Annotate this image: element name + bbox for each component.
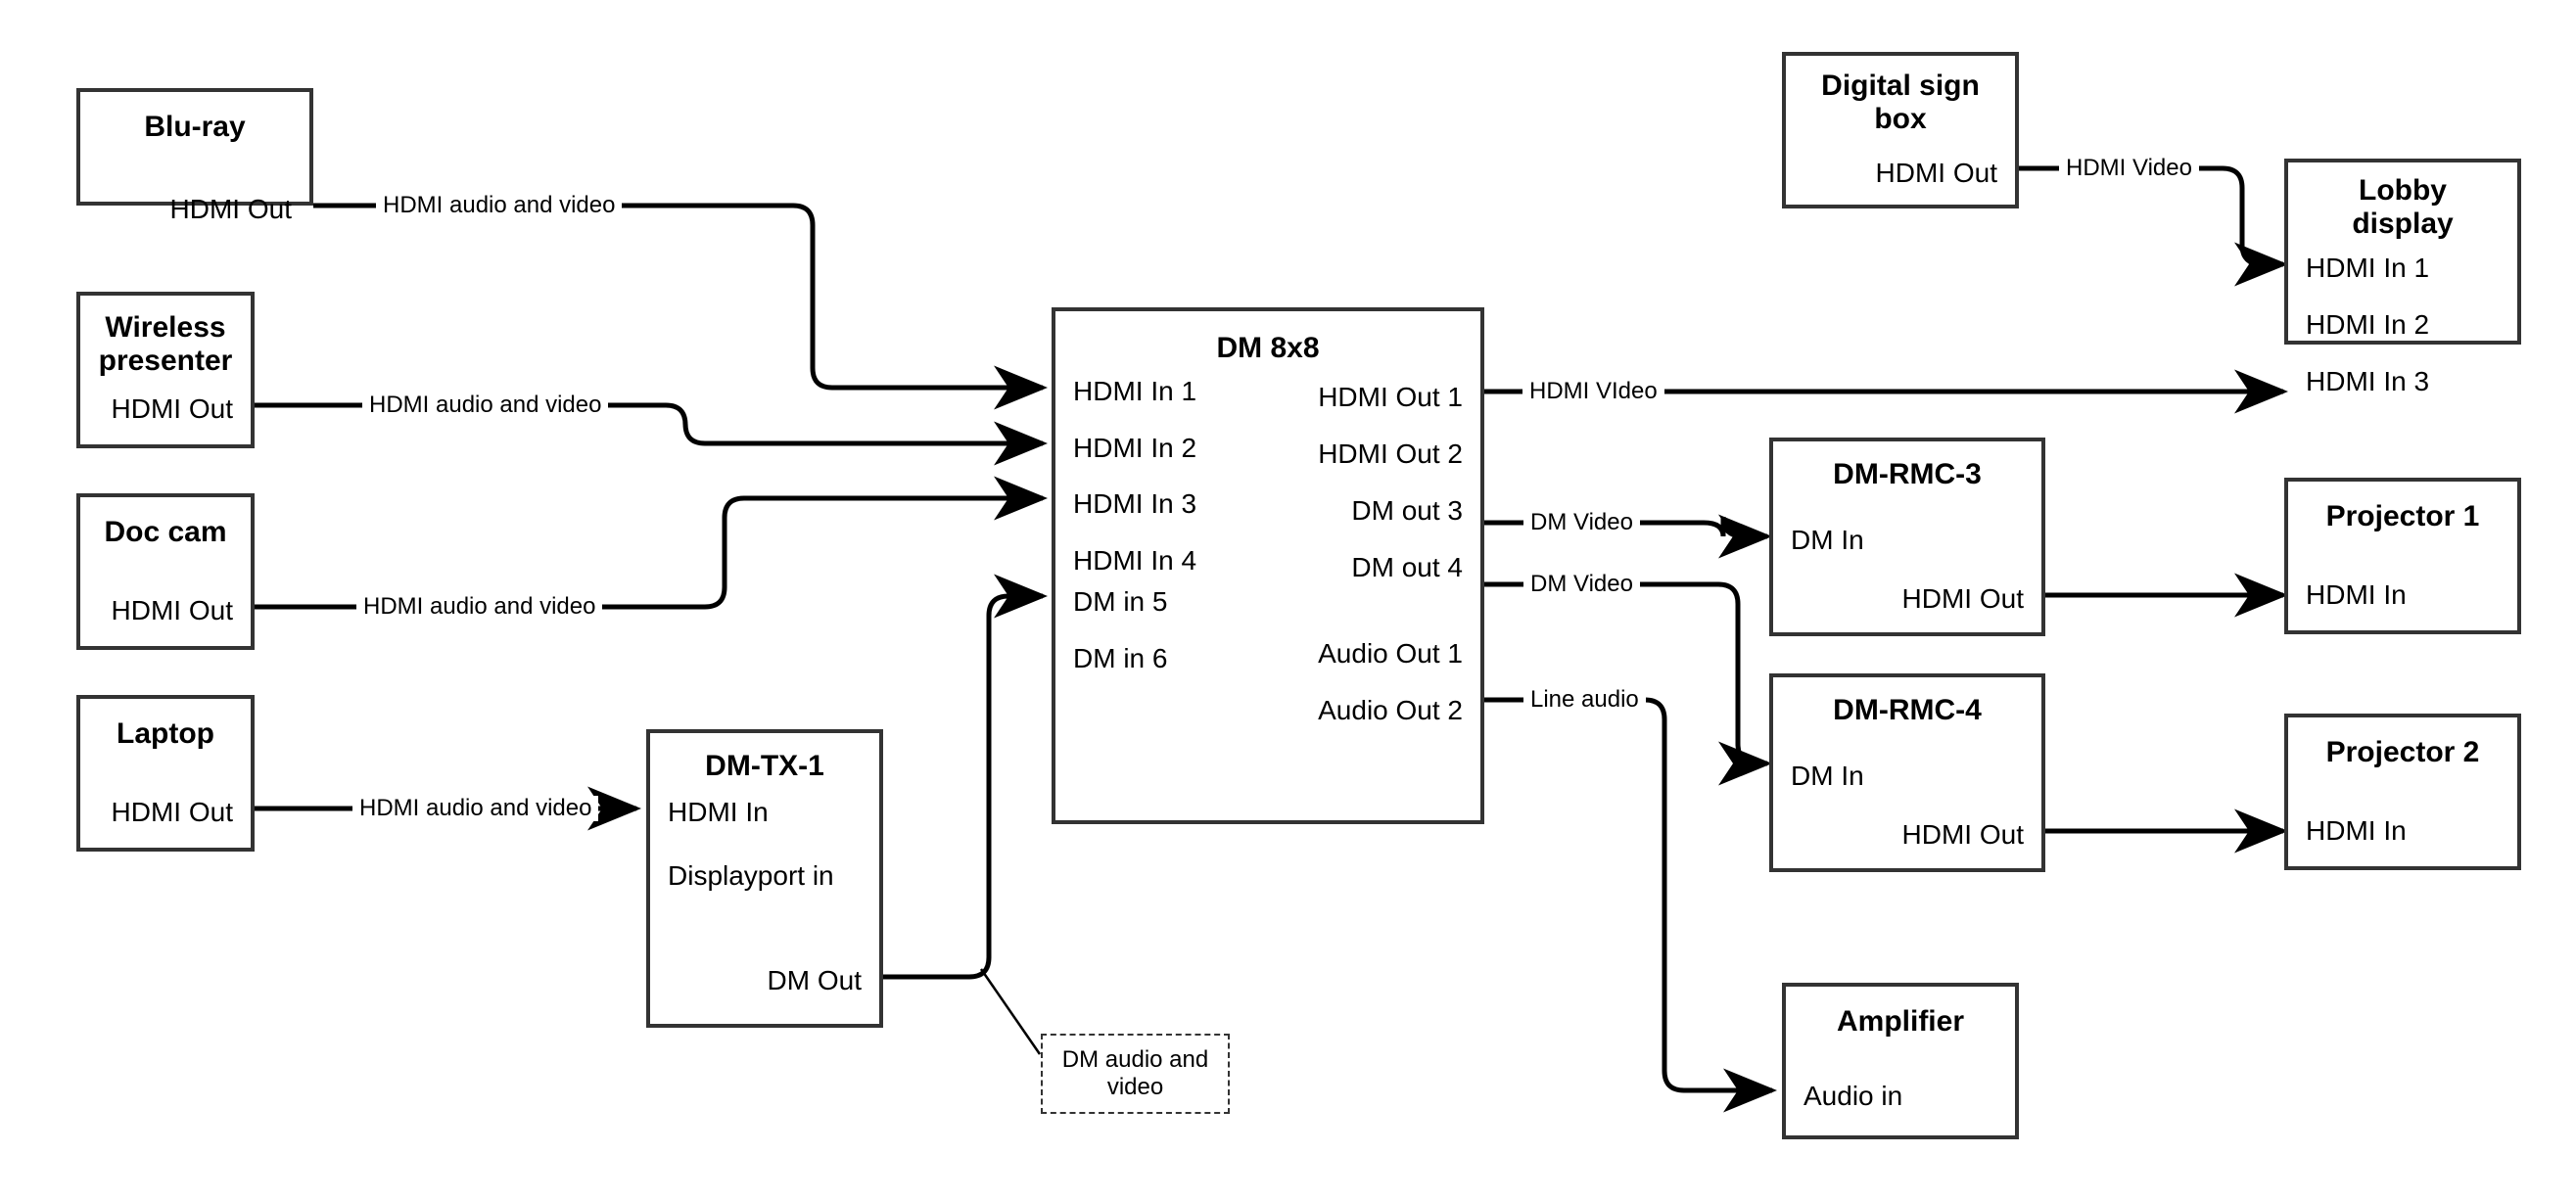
node-dm-8x8-input-2[interactable]: HDMI In 2 (1073, 433, 1197, 463)
node-amplifier-port-audio-in[interactable]: Audio in (1803, 1081, 1903, 1111)
wire-label-bluray-to-dm: HDMI audio and video (376, 193, 623, 218)
node-dm-tx-1[interactable]: DM-TX-1 HDMI In Displayport in DM Out (646, 729, 883, 1028)
wire-bluray-to-dm-in1 (313, 203, 1048, 410)
wire-dm-audioout1-to-amp (1483, 697, 1777, 1113)
wire-label-doccam-to-dm: HDMI audio and video (356, 594, 603, 620)
wire-sign-to-lobby-in1 (2019, 165, 2288, 287)
wire-label-dm-out3: DM Video (1523, 510, 1640, 535)
node-projector-2-port-hdmi-in[interactable]: HDMI In (2306, 815, 2407, 846)
node-lobby-display-input-1[interactable]: HDMI In 1 (2306, 253, 2430, 283)
node-dm-8x8[interactable]: DM 8x8 HDMI In 1 HDMI In 2 HDMI In 3 HDM… (1052, 307, 1484, 824)
wire-doccam-to-dm-in3 (255, 476, 1048, 610)
node-dm-8x8-input-6[interactable]: DM in 6 (1073, 643, 1168, 673)
node-dm-tx-1-port-hdmi-in[interactable]: HDMI In (668, 797, 769, 827)
node-dm-rmc-3-port-dm-in[interactable]: DM In (1791, 525, 1864, 555)
node-lobby-display[interactable]: Lobby display HDMI In 1 HDMI In 2 HDMI I… (2284, 159, 2521, 396)
wire-label-laptop-to-dmtx1: HDMI audio and video (352, 796, 599, 821)
node-projector-1-port-hdmi-in[interactable]: HDMI In (2306, 579, 2407, 610)
node-dm-rmc-4-port-hdmi-out[interactable]: HDMI Out (1901, 819, 2024, 850)
node-amplifier-title: Amplifier (1836, 1005, 1965, 1038)
callout-leader-line (979, 968, 1042, 1055)
node-wireless-presenter[interactable]: Wireless presenter HDMI Out (76, 292, 255, 448)
node-doc-cam-port-hdmi-out[interactable]: HDMI Out (111, 595, 233, 625)
callout-dm-audio-and-video: DM audio and video (1041, 1034, 1230, 1114)
node-dm-8x8-output-5[interactable]: Audio Out 1 (1318, 638, 1463, 669)
node-projector-1-title: Projector 1 (2325, 500, 2480, 532)
node-wireless-presenter-title: Wireless presenter (98, 311, 233, 377)
node-bluray-port-hdmi-out[interactable]: HDMI Out (169, 194, 292, 224)
wire-dm-out4-to-rmc4 (1483, 581, 1772, 786)
node-dm-tx-1-port-dm-out[interactable]: DM Out (767, 965, 862, 995)
node-dm-8x8-output-2[interactable]: HDMI Out 2 (1318, 439, 1463, 469)
wire-label-dm-hdmiout1: HDMI VIdeo (1522, 379, 1664, 404)
node-lobby-display-input-2[interactable]: HDMI In 2 (2306, 309, 2430, 340)
node-bluray-title: Blu-ray (144, 111, 246, 143)
node-bluray[interactable]: Blu-ray HDMI Out (76, 88, 313, 224)
node-lobby-display-title: Lobby display (2352, 174, 2454, 240)
node-doc-cam[interactable]: Doc cam HDMI Out (76, 493, 255, 650)
node-dm-8x8-output-3[interactable]: DM out 3 (1351, 495, 1463, 526)
node-laptop-port-hdmi-out[interactable]: HDMI Out (111, 797, 233, 827)
node-doc-cam-title: Doc cam (104, 516, 227, 548)
node-dm-rmc-4-port-dm-in[interactable]: DM In (1791, 761, 1864, 791)
node-digital-sign-box-title: Digital sign box (1821, 69, 1980, 135)
node-dm-8x8-input-3[interactable]: HDMI In 3 (1073, 488, 1197, 519)
node-laptop-title: Laptop (117, 717, 214, 750)
node-dm-rmc-4-title: DM-RMC-4 (1833, 694, 1982, 726)
wire-label-wireless-to-dm: HDMI audio and video (362, 393, 609, 418)
wire-dmtx1-to-dm-in5 (883, 574, 1048, 980)
node-laptop[interactable]: Laptop HDMI Out (76, 695, 255, 852)
node-dm-8x8-output-4[interactable]: DM out 4 (1351, 552, 1463, 582)
node-dm-rmc-3[interactable]: DM-RMC-3 DM In HDMI Out (1769, 438, 2045, 636)
node-projector-1[interactable]: Projector 1 HDMI In (2284, 478, 2521, 634)
wire-label-dm-audioout1: Line audio (1523, 687, 1646, 713)
node-dm-rmc-3-port-hdmi-out[interactable]: HDMI Out (1901, 583, 2024, 614)
node-projector-2-title: Projector 2 (2325, 736, 2480, 768)
node-dm-8x8-input-4[interactable]: HDMI In 4 (1073, 545, 1197, 576)
node-dm-8x8-input-1[interactable]: HDMI In 1 (1073, 376, 1197, 406)
node-amplifier[interactable]: Amplifier Audio in (1782, 983, 2019, 1139)
node-dm-8x8-input-5[interactable]: DM in 5 (1073, 586, 1168, 617)
wire-label-sign-to-lobby: HDMI Video (2059, 156, 2199, 181)
node-dm-8x8-output-1[interactable]: HDMI Out 1 (1318, 382, 1463, 412)
node-dm-rmc-3-title: DM-RMC-3 (1833, 458, 1982, 490)
node-dm-rmc-4[interactable]: DM-RMC-4 DM In HDMI Out (1769, 673, 2045, 872)
wire-label-dm-out4: DM Video (1523, 572, 1640, 597)
node-digital-sign-box-port-hdmi-out[interactable]: HDMI Out (1875, 158, 1997, 188)
node-dm-8x8-title: DM 8x8 (1216, 332, 1320, 364)
node-digital-sign-box[interactable]: Digital sign box HDMI Out (1782, 52, 2019, 208)
node-dm-tx-1-title: DM-TX-1 (705, 750, 824, 782)
node-lobby-display-input-3[interactable]: HDMI In 3 (2306, 366, 2430, 396)
node-dm-tx-1-port-displayport-in[interactable]: Displayport in (668, 860, 834, 891)
node-wireless-presenter-port-hdmi-out[interactable]: HDMI Out (111, 393, 233, 424)
node-projector-2[interactable]: Projector 2 HDMI In (2284, 714, 2521, 870)
node-dm-8x8-output-6[interactable]: Audio Out 2 (1318, 695, 1463, 725)
